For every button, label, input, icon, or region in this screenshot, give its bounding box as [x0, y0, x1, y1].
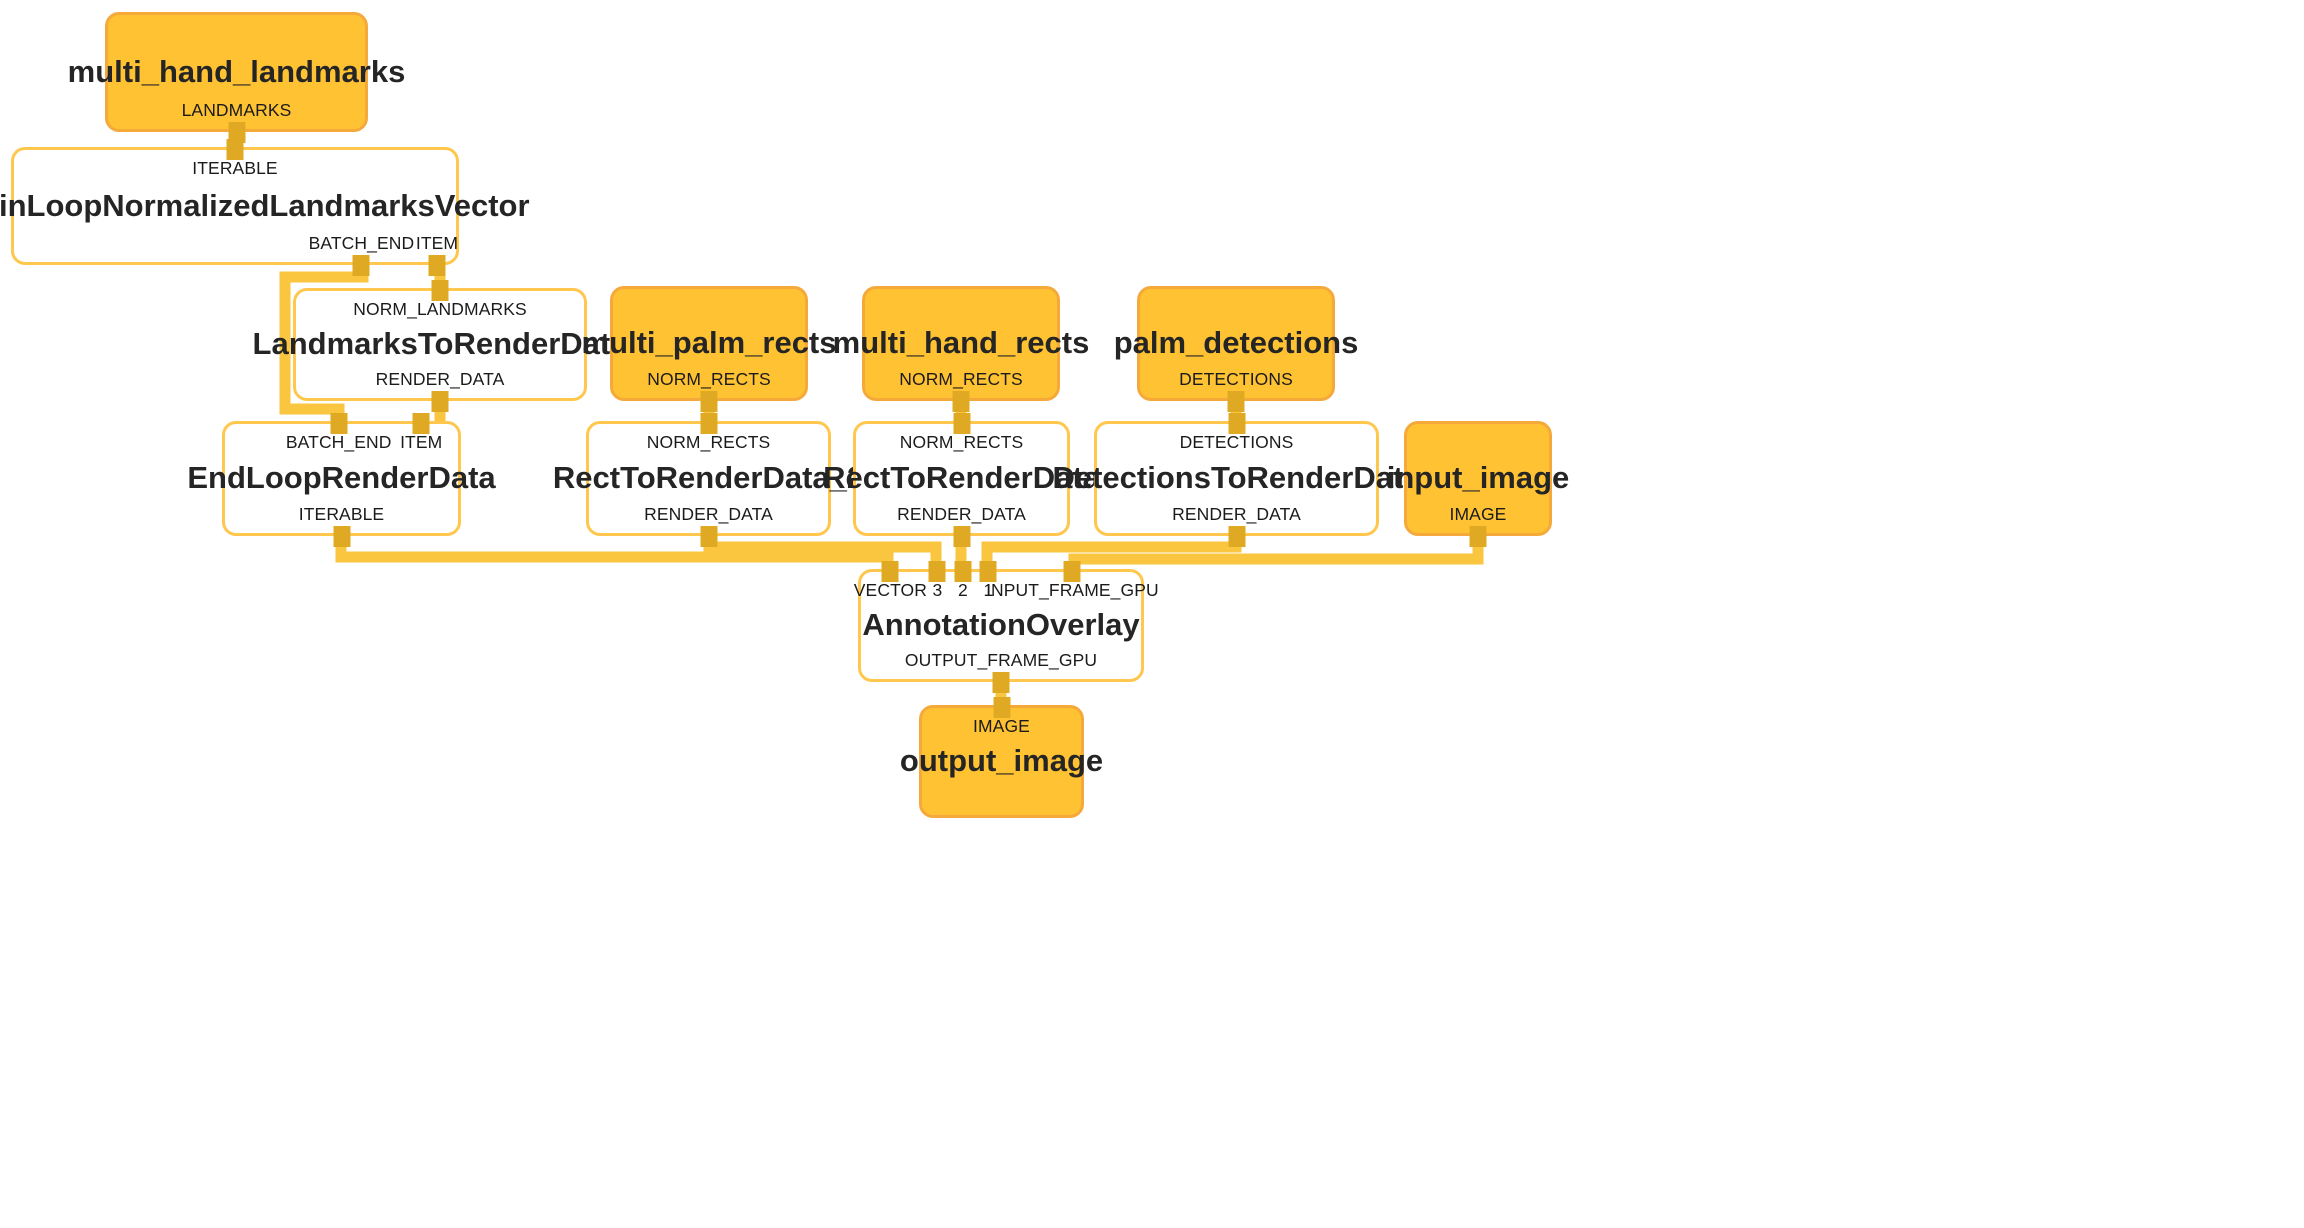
port-dot-annotationoverlay-2[interactable] — [954, 561, 972, 582]
node-recttorenderdata[interactable]: RectToRenderData NORM_RECTS RENDER_DATA — [823, 413, 1100, 547]
port-label-recttorenderdata-render-data: RENDER_DATA — [897, 504, 1026, 524]
port-label-multi-hand-rects-norm-rects: NORM_RECTS — [899, 369, 1023, 389]
port-dot-recttorenderdata-2-norm-rects[interactable] — [700, 413, 717, 434]
node-title-annotationoverlay: AnnotationOverlay — [862, 607, 1140, 643]
port-dot-annotationoverlay-vector[interactable] — [881, 561, 899, 582]
node-title-multi-hand-rects: multi_hand_rects — [832, 325, 1090, 361]
node-recttorenderdata-2[interactable]: RectToRenderData_2 NORM_RECTS RENDER_DATA — [553, 413, 864, 547]
port-label-output-image-image: IMAGE — [973, 716, 1030, 736]
node-title-input-image: input_image — [1386, 460, 1570, 496]
port-label-recttorenderdata-2-render-data: RENDER_DATA — [644, 504, 773, 524]
port-dot-multi-palm-rects-norm-rects[interactable] — [700, 391, 718, 412]
port-dot-beginloopnormalizedlandmarksvector-item[interactable] — [428, 255, 446, 276]
node-endlooprenderdata[interactable]: EndLoopRenderData BATCH_END ITEM ITERABLE — [187, 413, 496, 547]
port-dot-multi-hand-landmarks-landmarks[interactable] — [228, 122, 245, 143]
node-title-beginloopnormalizedlandmarksvector: BeginLoopNormalizedLandmarksVector — [0, 187, 530, 223]
node-title-recttorenderdata-2: RectToRenderData_2 — [552, 460, 865, 496]
port-dot-detectionstorenderdata-render-data[interactable] — [1228, 526, 1245, 547]
port-label-annotationoverlay-2: 2 — [957, 580, 968, 600]
port-dot-landmarkstorenderdata-render-data[interactable] — [431, 391, 449, 412]
port-dot-endlooprenderdata-item[interactable] — [412, 413, 430, 434]
node-title-detectionstorenderdata: DetectionsToRenderData — [1052, 460, 1421, 496]
port-label-input-image-image: IMAGE — [1449, 504, 1507, 524]
node-output-image[interactable]: output_image IMAGE — [900, 697, 1103, 818]
port-label-annotationoverlay-input-frame-gpu: INPUT_FRAME_GPU — [986, 580, 1159, 600]
port-label-recttorenderdata-2-norm-rects: NORM_RECTS — [646, 432, 771, 452]
port-label-annotationoverlay-output-frame-gpu: OUTPUT_FRAME_GPU — [904, 650, 1098, 670]
port-label-landmarkstorenderdata-norm-landmarks: NORM_LANDMARKS — [353, 299, 527, 319]
port-dot-output-image-image[interactable] — [993, 697, 1010, 718]
port-label-beginloopnormalizedlandmarksvector-iterable: ITERABLE — [192, 158, 278, 178]
node-title-landmarkstorenderdata: LandmarksToRenderData — [252, 326, 628, 362]
port-label-multi-palm-rects-norm-rects: NORM_RECTS — [647, 369, 771, 389]
port-dot-endlooprenderdata-batch-end[interactable] — [330, 413, 348, 434]
port-dot-beginloopnormalizedlandmarksvector-iterable[interactable] — [226, 139, 244, 160]
node-beginloopnormalizedlandmarksvector[interactable]: BeginLoopNormalizedLandmarksVector ITERAB… — [0, 139, 530, 276]
port-label-endlooprenderdata-iterable: ITERABLE — [298, 504, 385, 524]
port-label-endlooprenderdata-batch-end: BATCH_END — [285, 432, 392, 452]
port-label-landmarkstorenderdata-render-data: RENDER_DATA — [375, 369, 505, 389]
port-dot-annotationoverlay-input-frame-gpu[interactable] — [1063, 561, 1081, 582]
node-title-output-image: output_image — [899, 743, 1104, 779]
port-label-beginloopnormalizedlandmarksvector-batch-end: BATCH_END — [308, 233, 415, 253]
port-dot-endlooprenderdata-iterable[interactable] — [333, 526, 350, 547]
port-label-palm-detections-detections: DETECTIONS — [1179, 369, 1293, 389]
port-dot-annotationoverlay-3[interactable] — [928, 561, 946, 582]
port-dot-palm-detections-detections[interactable] — [1227, 391, 1245, 412]
port-dot-annotationoverlay-1[interactable] — [979, 561, 997, 582]
port-dot-landmarkstorenderdata-norm-landmarks[interactable] — [431, 280, 449, 301]
node-title-multi-palm-rects: multi_palm_rects — [581, 325, 837, 361]
port-dot-recttorenderdata-render-data[interactable] — [953, 526, 970, 547]
port-label-detectionstorenderdata-detections: DETECTIONS — [1179, 432, 1294, 452]
port-label-annotationoverlay-1: 1 — [983, 580, 994, 600]
node-title-palm-detections: palm_detections — [1113, 325, 1359, 361]
port-dot-recttorenderdata-2-render-data[interactable] — [700, 526, 717, 547]
port-dot-recttorenderdata-norm-rects[interactable] — [953, 413, 970, 434]
port-label-beginloopnormalizedlandmarksvector-item: ITEM — [415, 233, 459, 253]
port-dot-annotationoverlay-output-frame-gpu[interactable] — [992, 672, 1010, 693]
node-landmarkstorenderdata[interactable]: LandmarksToRenderData NORM_LANDMARKS RENDE… — [253, 280, 627, 412]
node-title-endlooprenderdata: EndLoopRenderData — [187, 460, 496, 496]
port-label-multi-hand-landmarks-landmarks: LANDMARKS — [181, 100, 292, 120]
node-detectionstorenderdata[interactable]: DetectionsToRenderData DETECTIONS RENDER_D… — [1052, 413, 1421, 547]
port-dot-detectionstorenderdata-detections[interactable] — [1228, 413, 1245, 434]
port-label-endlooprenderdata-item: ITEM — [400, 432, 443, 452]
port-dot-beginloopnormalizedlandmarksvector-batch-end[interactable] — [352, 255, 370, 276]
node-title-recttorenderdata: RectToRenderData — [823, 460, 1100, 496]
port-label-annotationoverlay-3: 3 — [932, 580, 943, 600]
node-title-multi-hand-landmarks: multi_hand_landmarks — [67, 53, 406, 89]
port-label-annotationoverlay-vector: VECTOR — [853, 580, 927, 600]
port-label-recttorenderdata-norm-rects: NORM_RECTS — [899, 432, 1024, 452]
port-dot-input-image-image[interactable] — [1469, 526, 1487, 547]
port-dot-multi-hand-rects-norm-rects[interactable] — [952, 391, 970, 412]
port-label-detectionstorenderdata-render-data: RENDER_DATA — [1172, 504, 1301, 524]
